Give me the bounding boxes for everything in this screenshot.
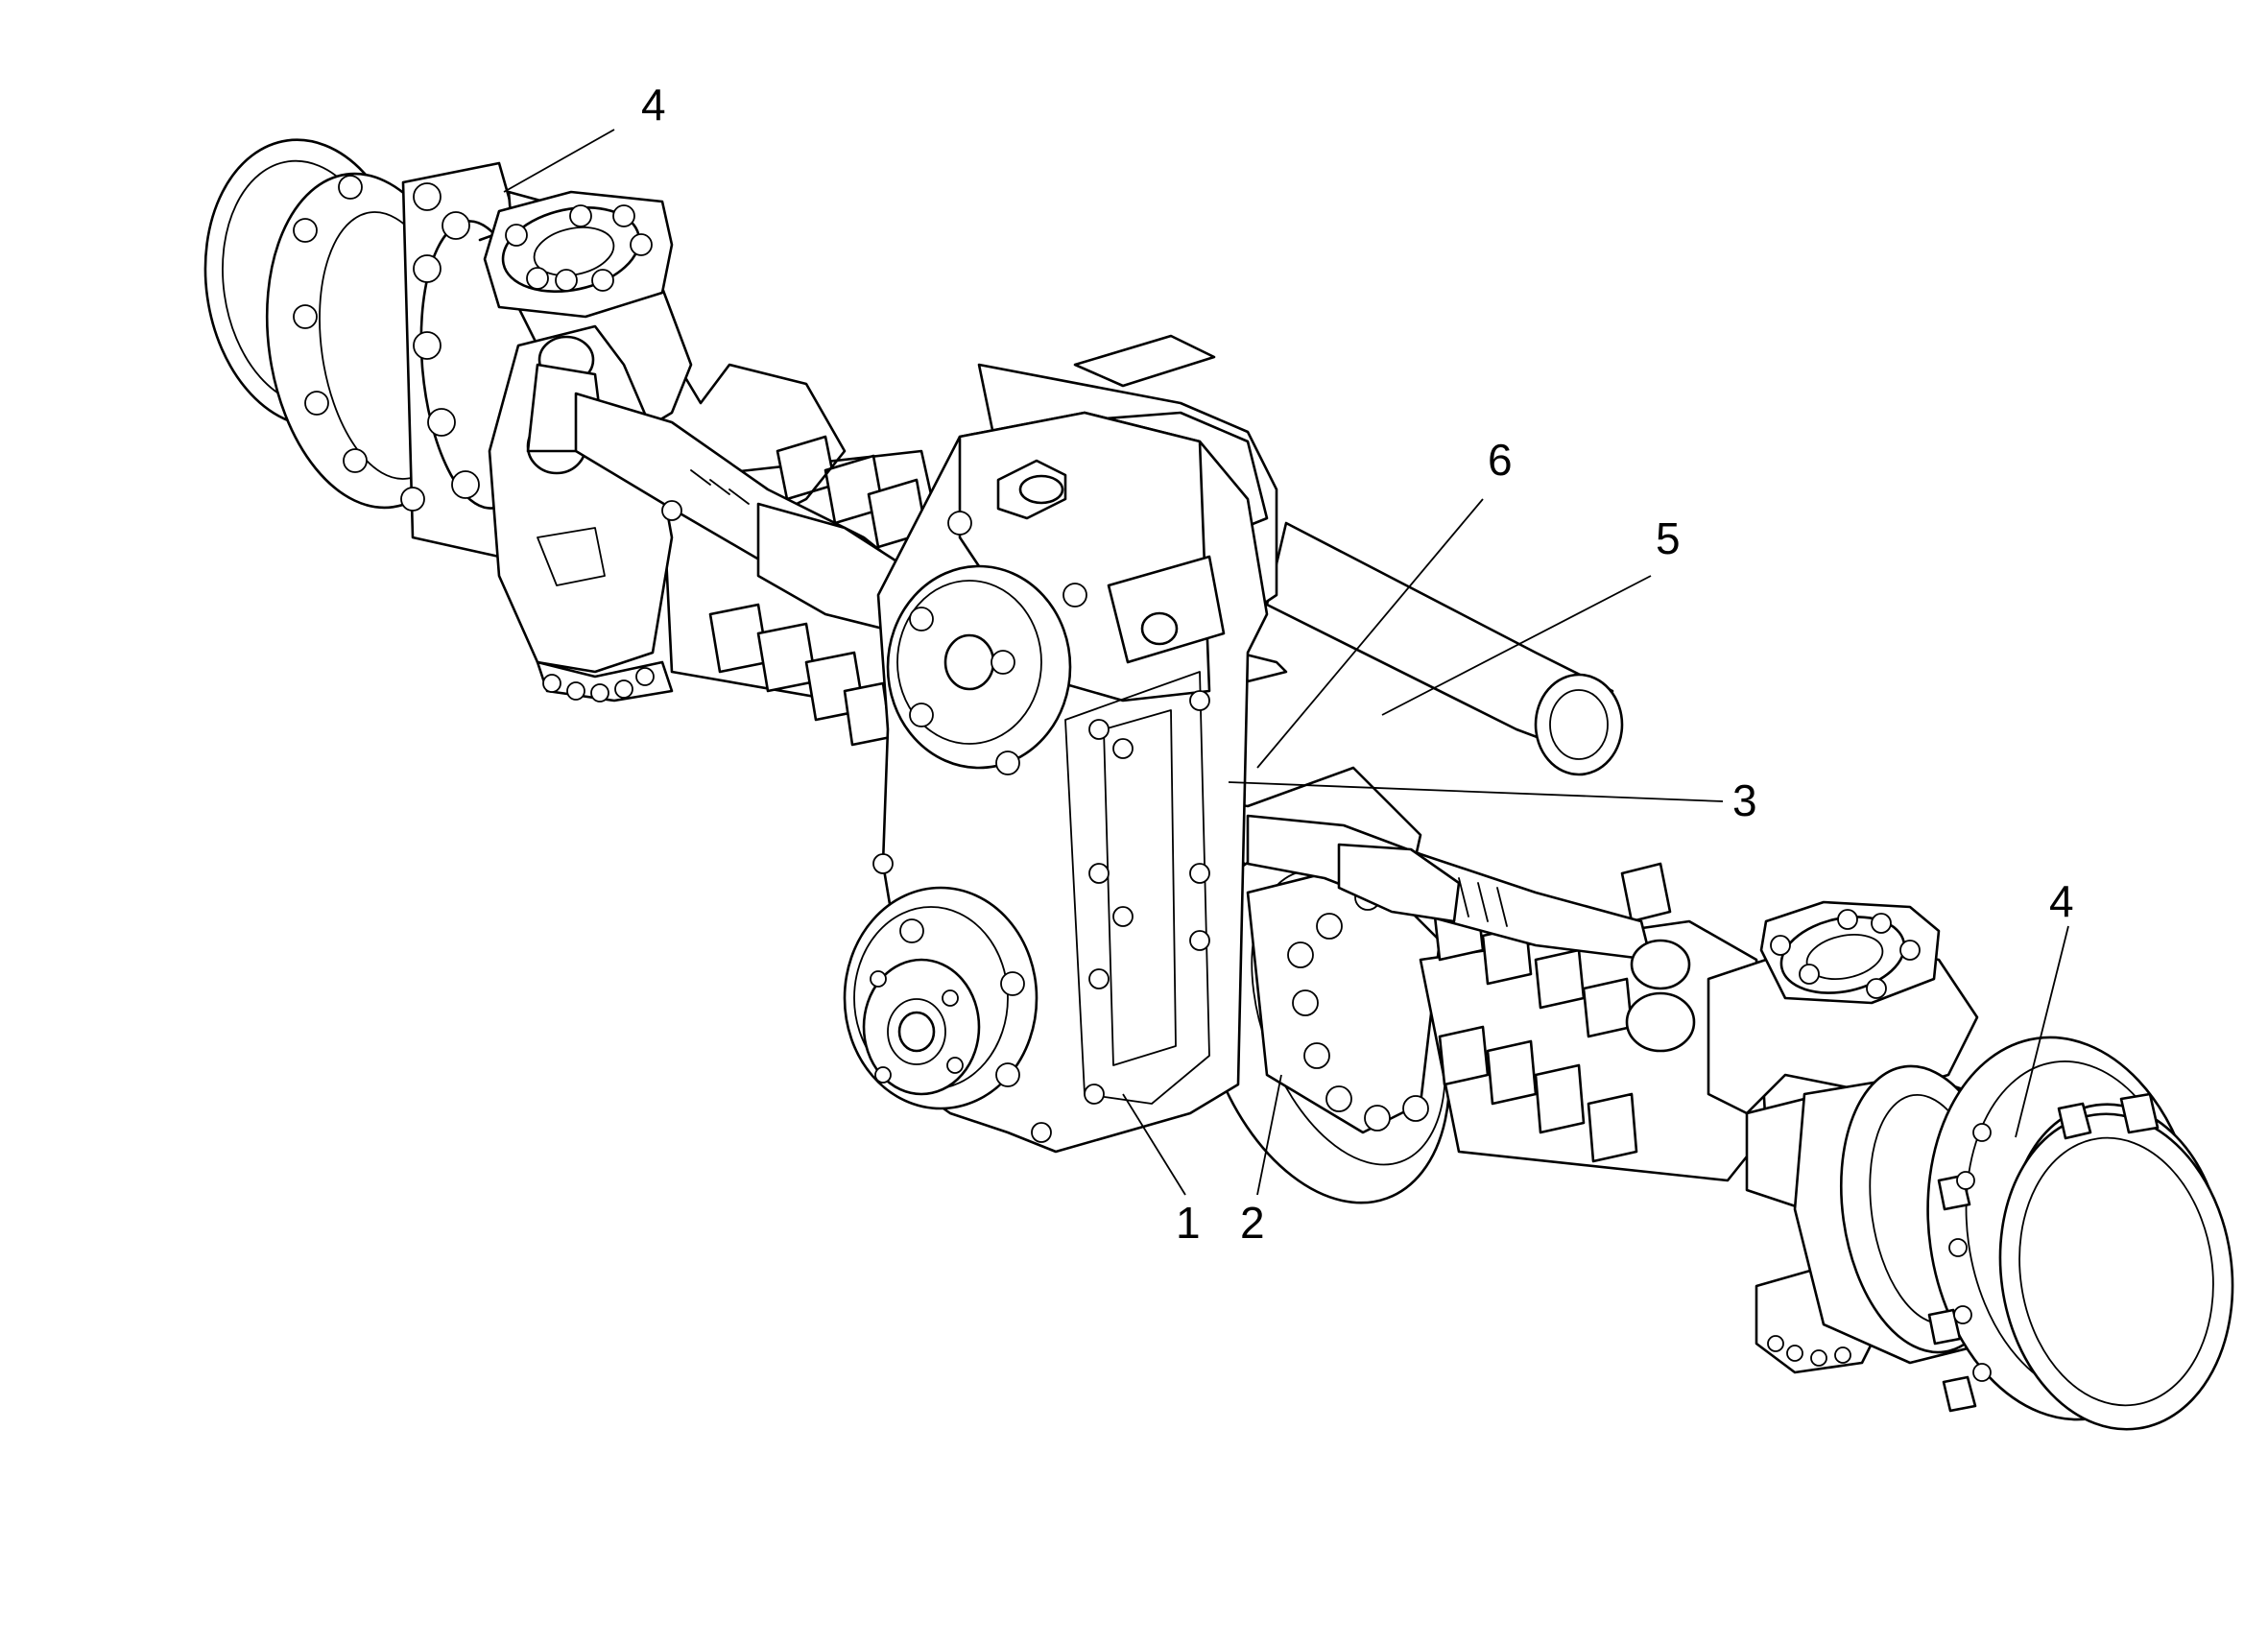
callout-leaders [503, 129, 2069, 1196]
callout-4-left: 4 [641, 80, 666, 130]
rear-axle-tube [1073, 334, 1624, 776]
transfer-gearbox [843, 411, 1269, 1154]
right-tie-rod [1246, 814, 1696, 1053]
left-kingpin-flange [483, 190, 674, 319]
callout-1: 1 [1176, 1198, 1201, 1248]
callout-2: 2 [1240, 1198, 1265, 1248]
right-kingpin-flange [1759, 900, 1941, 1005]
right-housing-ribs [1419, 862, 1768, 1182]
callout-4-right: 4 [2049, 876, 2074, 926]
callout-3: 3 [1732, 775, 1757, 825]
differential-cover [1198, 849, 1451, 1204]
callout-5: 5 [1656, 513, 1681, 563]
right-wheel-hub [1793, 1036, 2234, 1431]
callout-6: 6 [1488, 435, 1513, 485]
